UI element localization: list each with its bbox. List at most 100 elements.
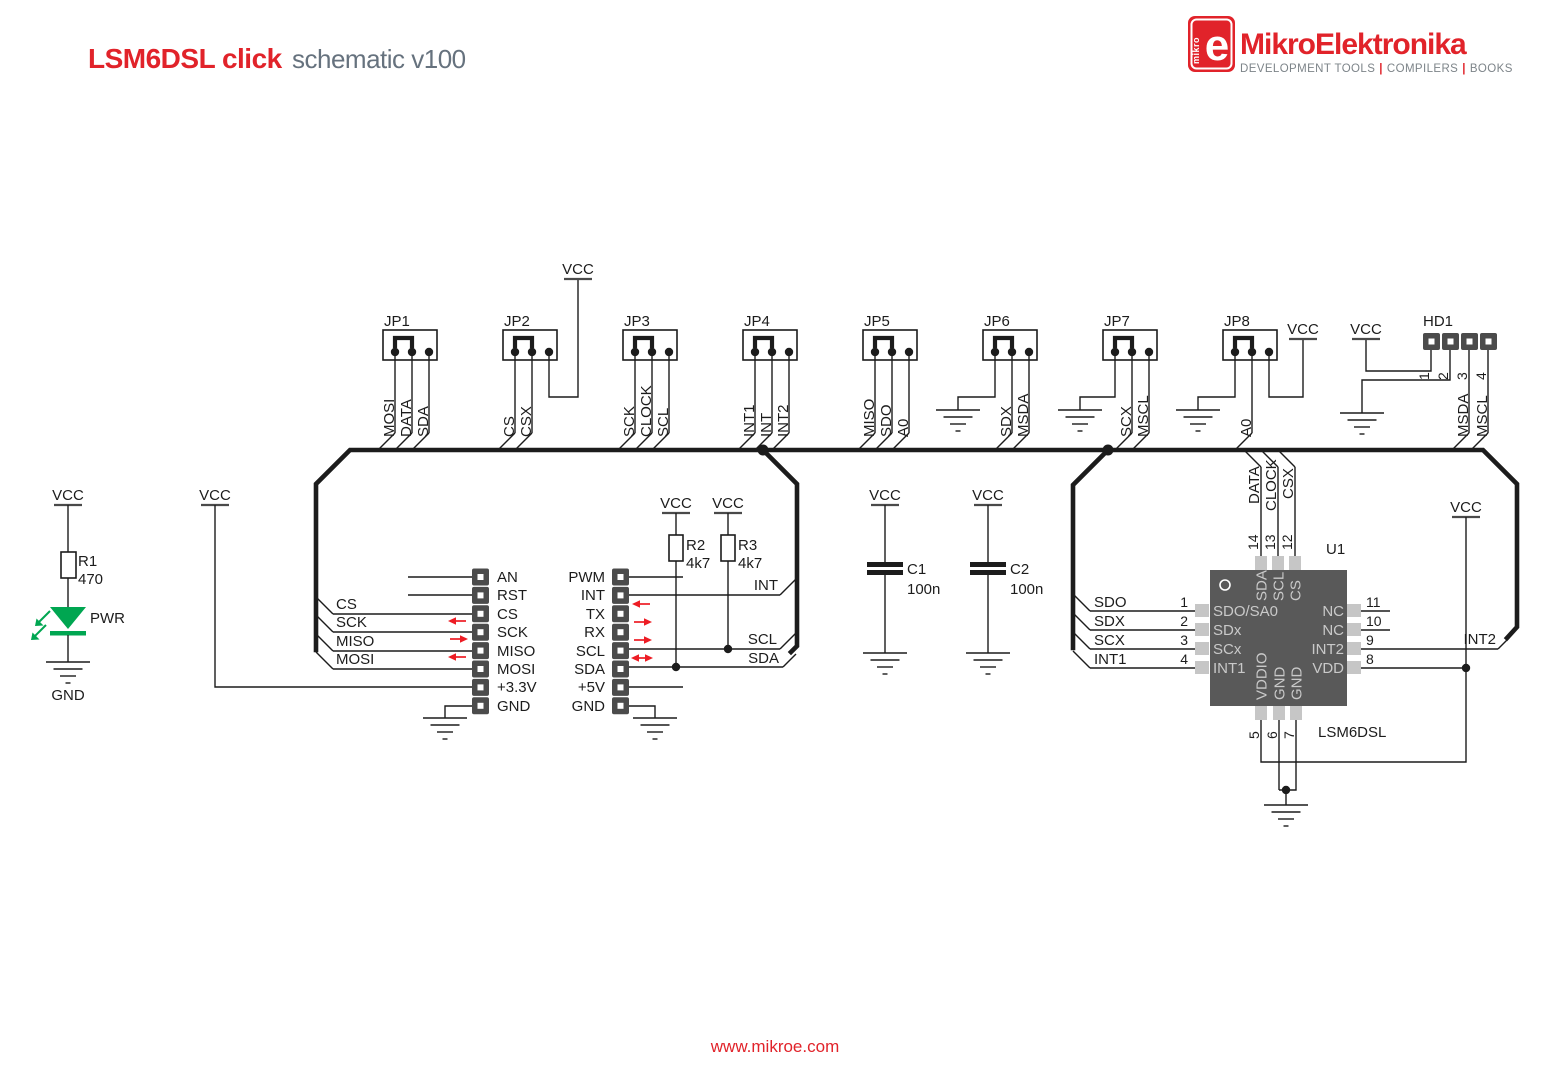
net-label: CSX bbox=[518, 406, 535, 437]
net-label: SDO bbox=[1094, 594, 1127, 611]
pin1-marker-icon bbox=[1219, 579, 1231, 591]
net-label: A0 bbox=[1238, 419, 1255, 437]
page-title: LSM6DSL click bbox=[88, 43, 283, 74]
logo-brand: MikroElektronika bbox=[1240, 28, 1467, 61]
net-label: SCX bbox=[1094, 632, 1125, 649]
net-label: DATA bbox=[1246, 466, 1263, 504]
mikroe-logo: mikro e MikroElektronika DEVELOPMENT TOO… bbox=[1188, 16, 1513, 75]
chip-pin-label: VDD bbox=[1312, 660, 1344, 677]
pin-number: 14 bbox=[1245, 534, 1261, 550]
chip-pin-label: NC bbox=[1322, 603, 1344, 620]
gnd-symbol bbox=[863, 652, 907, 675]
logo-tagline: DEVELOPMENT TOOLS|COMPILERS|BOOKS bbox=[1240, 63, 1513, 75]
mikrobus-left-header: AN RST CS SCK MISO MOSI +3.3V GND CS SCK… bbox=[315, 568, 537, 740]
mikrobus-pin-label: SCL bbox=[576, 643, 605, 660]
pin-number: 7 bbox=[1281, 731, 1297, 739]
gnd-symbol bbox=[1340, 412, 1384, 435]
net-label: MISO bbox=[336, 633, 374, 650]
vcc-3v3-feed: VCC bbox=[199, 487, 472, 688]
pin-number: 8 bbox=[1366, 651, 1374, 667]
net-label: INT bbox=[754, 577, 778, 594]
net-label: SDO bbox=[878, 404, 895, 437]
mikrobus-pin-label: CS bbox=[497, 606, 518, 623]
pin-number: 9 bbox=[1366, 632, 1374, 648]
gnd-symbol bbox=[1058, 409, 1102, 432]
svg-text:VCC: VCC bbox=[1450, 499, 1482, 516]
mikrobus-pin-label: RST bbox=[497, 587, 527, 604]
led-label: PWR bbox=[90, 610, 125, 627]
pin-number: 13 bbox=[1262, 534, 1278, 550]
net-label: MSCL bbox=[1135, 395, 1152, 437]
pullup-r3: VCC R3 4k7 bbox=[712, 495, 762, 654]
mikrobus-pin-label: MISO bbox=[497, 643, 535, 660]
svg-text:VCC: VCC bbox=[199, 487, 231, 504]
mikrobus-pin-label: AN bbox=[497, 569, 518, 586]
chip-pin-label: SDx bbox=[1213, 622, 1242, 639]
net-label: SDX bbox=[998, 406, 1015, 437]
net-label: SDX bbox=[1094, 613, 1125, 630]
gnd-symbol bbox=[1264, 804, 1308, 827]
net-label: SCL bbox=[748, 631, 777, 648]
jp5-ref: JP5 bbox=[864, 313, 890, 330]
mikrobus-pin-label: GND bbox=[497, 698, 531, 715]
chip-name: LSM6DSL bbox=[1318, 724, 1386, 741]
header-hd1: HD1 1 2 3 4 VCC MSDA MSCL bbox=[1340, 313, 1497, 451]
net-label: CLOCK bbox=[638, 385, 655, 437]
jumper-jp1: JP1 MOSI DATA SDA bbox=[377, 313, 438, 451]
net-label: MOSI bbox=[336, 651, 374, 668]
pin-number: 3 bbox=[1180, 632, 1188, 648]
led-power-circuit: VCC R1 470 PWR GND bbox=[31, 487, 125, 704]
chip-body bbox=[1210, 570, 1347, 706]
chip-pin-label: NC bbox=[1322, 622, 1344, 639]
gnd-symbol bbox=[423, 717, 467, 740]
logo-e-icon: e bbox=[1205, 21, 1229, 70]
mikrobus-pin-label: GND bbox=[572, 698, 606, 715]
pin-number: 6 bbox=[1264, 731, 1280, 739]
net-label: MOSI bbox=[381, 399, 398, 437]
page-subtitle: schematic v100 bbox=[292, 44, 466, 74]
svg-text:VCC: VCC bbox=[869, 487, 901, 504]
net-label: CS bbox=[501, 416, 518, 437]
net-label: A0 bbox=[895, 419, 912, 437]
net-label: INT bbox=[758, 413, 775, 437]
svg-text:VCC: VCC bbox=[562, 261, 594, 278]
direction-arrow-left bbox=[448, 653, 466, 661]
vcc-label: VCC bbox=[52, 487, 84, 504]
pin-number: 11 bbox=[1366, 594, 1381, 610]
gnd-symbol bbox=[1176, 409, 1220, 432]
hd1-pin-number: 1 bbox=[1416, 372, 1432, 380]
net-label: CSX bbox=[1280, 468, 1297, 499]
chip-pin-label: SDO/SA0 bbox=[1213, 603, 1278, 620]
chip-pin-label: CS bbox=[1288, 580, 1305, 601]
r2-value: 4k7 bbox=[686, 555, 710, 572]
net-label: INT1 bbox=[1094, 651, 1127, 668]
logo-badge-border bbox=[1190, 18, 1233, 70]
net-label: SDA bbox=[748, 650, 779, 667]
jumper-jp4: JP4 INT1 INT INT2 bbox=[737, 313, 798, 451]
signal-bus bbox=[313, 444, 1520, 656]
bus-junction bbox=[757, 444, 769, 456]
pin-number: 10 bbox=[1366, 613, 1382, 629]
mikrobus-pin-label: MOSI bbox=[497, 661, 535, 678]
gnd-symbol bbox=[936, 409, 980, 432]
svg-text:VCC: VCC bbox=[712, 495, 744, 512]
hd1-pin-number: 4 bbox=[1473, 372, 1489, 380]
chip-ref: U1 bbox=[1326, 541, 1345, 558]
jp6-ref: JP6 bbox=[984, 313, 1010, 330]
cap-c1: VCC C1 100n bbox=[863, 487, 940, 675]
jumper-jp7: JP7 SCX MSCL bbox=[1058, 313, 1158, 451]
c1-ref: C1 bbox=[907, 561, 926, 578]
hd1-pin-number: 2 bbox=[1435, 372, 1451, 380]
mikrobus-pin-label: INT bbox=[581, 587, 605, 604]
pin-number: 1 bbox=[1180, 594, 1188, 610]
net-label: SCK bbox=[621, 406, 638, 437]
led-pwr bbox=[50, 607, 86, 629]
mikrobus-pin-label: +5V bbox=[578, 679, 605, 696]
net-label: INT1 bbox=[741, 404, 758, 437]
chip-pin-label: SDA bbox=[1254, 570, 1271, 601]
r1-ref: R1 bbox=[78, 553, 97, 570]
c2-ref: C2 bbox=[1010, 561, 1029, 578]
r3-ref: R3 bbox=[738, 537, 757, 554]
